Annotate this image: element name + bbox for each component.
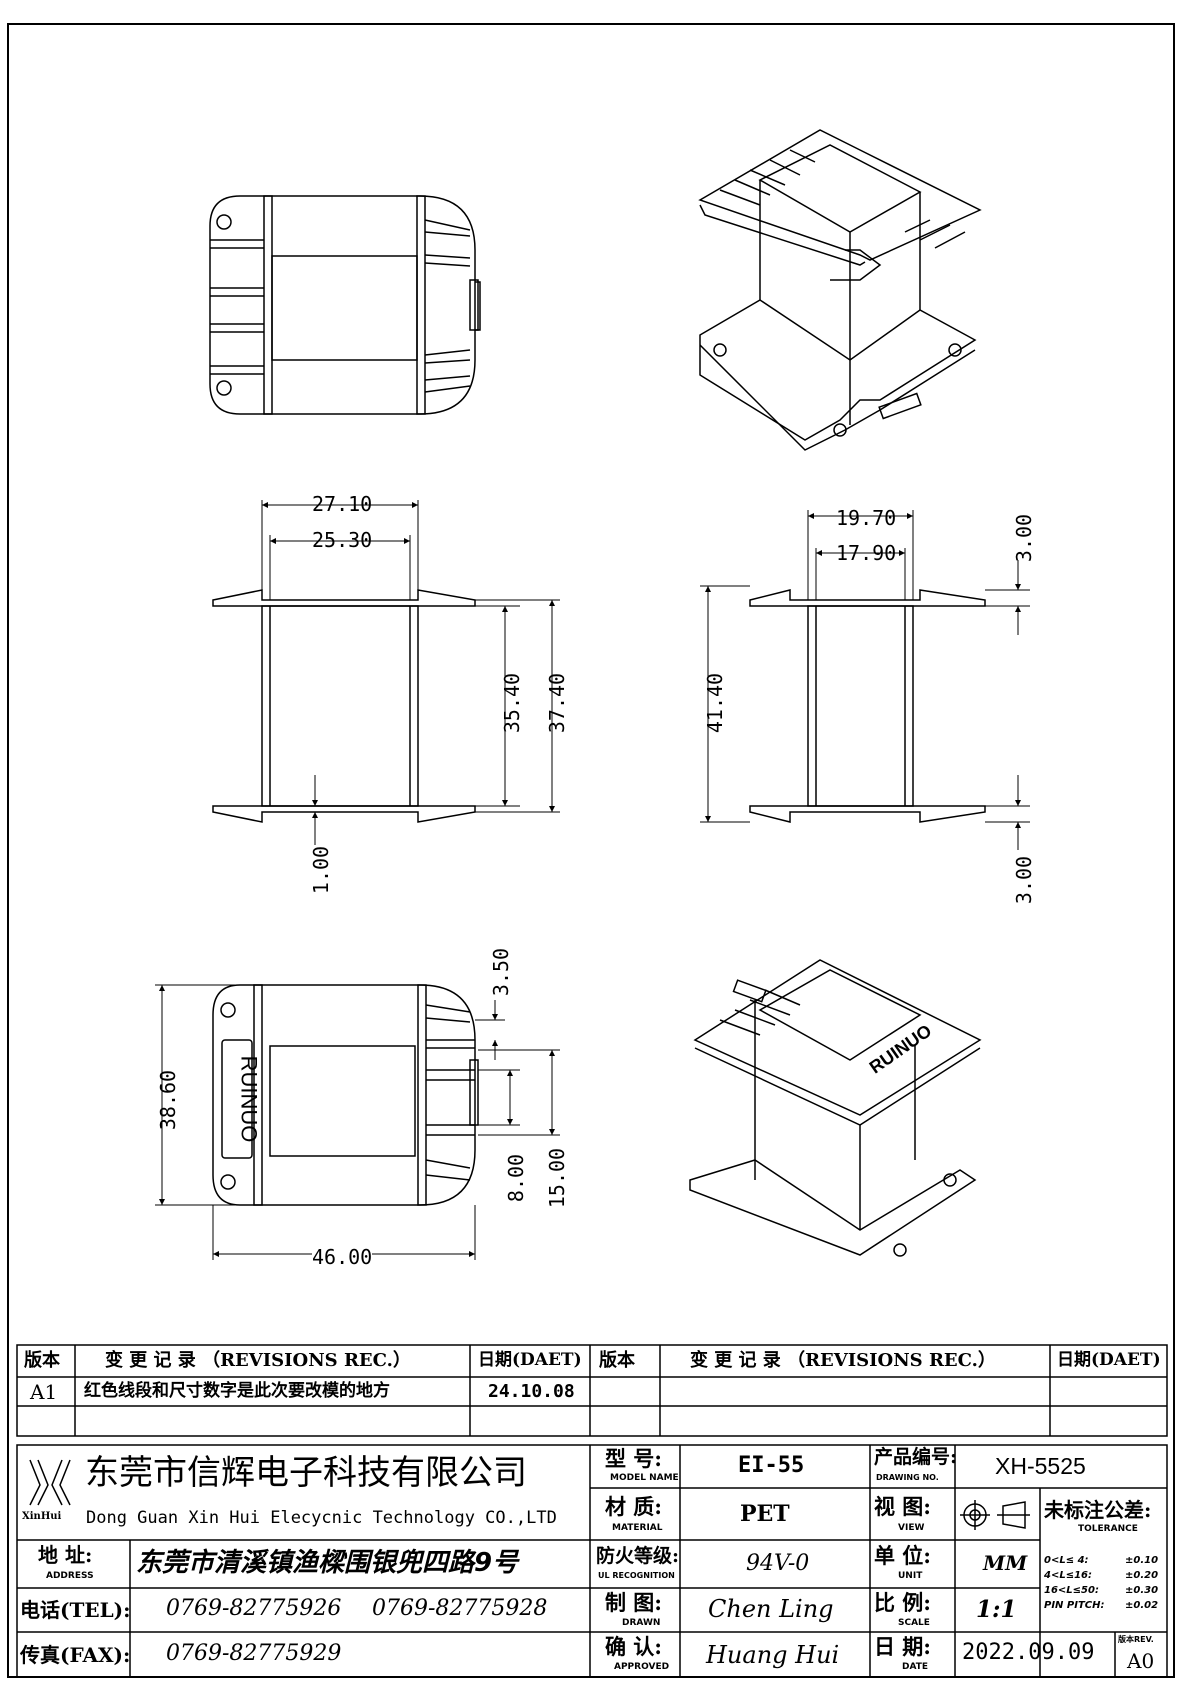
date-label: 日 期:: [874, 1634, 932, 1659]
tolerance-value-2: ±0.20: [1125, 1570, 1159, 1581]
scale-value: 1:1: [976, 1596, 1017, 1623]
company-name-en: Dong Guan Xin Hui Elecycnic Technology C…: [86, 1508, 557, 1528]
part-value: XH-5525: [995, 1453, 1086, 1479]
approved-value: Huang Hui: [706, 1641, 840, 1669]
address-label: 地 址:: [38, 1543, 93, 1567]
iso-view-bottom: [689, 959, 982, 1257]
rev-row-date: 24.10.08: [488, 1381, 575, 1402]
address-value: 东莞市清溪镇渔樑围银兜四路9号: [136, 1548, 519, 1578]
tel-value-1: 0769-82775926: [166, 1596, 342, 1621]
sheet-border: [7, 23, 1175, 1678]
fax-value: 0769-82775929: [166, 1641, 342, 1666]
rev-header-date: 日期(DAET): [478, 1350, 582, 1370]
rev-header-changes: 变 更 记 录 （REVISIONS REC.）: [105, 1350, 411, 1371]
dim-base-offset: 3.50: [489, 947, 514, 997]
logo-text: XinHui: [22, 1511, 62, 1522]
rev-header-version: 版本: [24, 1350, 60, 1371]
scale-label-en: SCALE: [898, 1618, 930, 1628]
dim-side-flange-bottom: 3.00: [1012, 855, 1037, 905]
drawn-label-en: DRAWN: [622, 1618, 661, 1628]
tolerance-label-en: TOLERANCE: [1078, 1524, 1138, 1534]
part-label: 产品编号:: [874, 1446, 958, 1468]
view-label-en: VIEW: [898, 1523, 925, 1533]
dim-pin-width-inner: 8.00: [504, 1153, 529, 1203]
tolerance-range-4: PIN PITCH:: [1044, 1600, 1105, 1611]
iso-view-top: [698, 129, 982, 451]
company-name-cn: 东莞市信辉电子科技有限公司: [85, 1453, 527, 1493]
view-label: 视 图:: [874, 1494, 932, 1519]
tolerance-label: 未标注公差:: [1044, 1498, 1152, 1522]
material-value: PET: [740, 1501, 790, 1527]
fax-label: 传真(FAX):: [20, 1643, 131, 1667]
flame-value: 94V-0: [746, 1551, 810, 1576]
drawn-label: 制 图:: [605, 1590, 663, 1615]
approved-label: 确 认:: [605, 1634, 663, 1659]
dim-flange-thickness: 1.00: [309, 845, 334, 895]
material-label: 材 质:: [605, 1494, 663, 1519]
model-label-en: MODEL NAME: [610, 1473, 679, 1483]
dim-side-width-inner: 17.90: [836, 541, 897, 565]
unit-label-en: UNIT: [898, 1571, 923, 1581]
dim-side-flange-top: 3.00: [1012, 513, 1037, 563]
marking-text: RUINUO: [236, 1055, 262, 1143]
rev-value: A0: [1127, 1649, 1155, 1673]
dim-top-width-outer: 27.10: [312, 492, 373, 516]
tel-label: 电话(TEL):: [20, 1598, 131, 1622]
model-label: 型 号:: [605, 1446, 663, 1471]
flame-label-en: UL RECOGNITION: [598, 1571, 675, 1580]
approved-label-en: APPROVED: [614, 1662, 670, 1672]
date-label-en: DATE: [902, 1662, 929, 1672]
rev-header-version-2: 版本: [599, 1350, 635, 1371]
tolerance-value-4: ±0.02: [1125, 1600, 1159, 1611]
dim-base-height: 38.60: [156, 1069, 181, 1131]
side-view: [749, 589, 986, 823]
scale-label: 比 例:: [874, 1590, 932, 1615]
dim-pin-width-outer: 15.00: [545, 1147, 570, 1209]
unit-label: 单 位:: [874, 1543, 932, 1568]
tel-value-2: 0769-82775928: [372, 1596, 548, 1621]
tolerance-value-3: ±0.30: [1125, 1585, 1159, 1596]
dim-height-outer: 37.40: [545, 672, 570, 734]
tolerance-range-1: 0<L≤ 4:: [1044, 1555, 1089, 1566]
material-label-en: MATERIAL: [612, 1523, 663, 1533]
rev-header-changes-2: 变 更 记 录 （REVISIONS REC.）: [690, 1350, 996, 1371]
dim-top-width-inner: 25.30: [312, 528, 373, 552]
tolerance-value-1: ±0.10: [1125, 1555, 1159, 1566]
part-label-en: DRAWING NO.: [876, 1473, 939, 1482]
unit-value: MM: [983, 1551, 1028, 1575]
rev-row-change: 红色线段和尺寸数字是此次要改模的地方: [84, 1381, 390, 1401]
dim-height-inner: 35.40: [500, 672, 525, 734]
bottom-view-dims: [155, 984, 560, 1260]
rev-label: 版本REV.: [1118, 1635, 1154, 1644]
front-view: [212, 589, 476, 823]
model-value: EI-55: [738, 1453, 805, 1478]
revision-table: [16, 1344, 1168, 1437]
dim-side-width-outer: 19.70: [836, 506, 897, 530]
title-block: [16, 1444, 1168, 1678]
flame-label: 防火等级:: [596, 1545, 680, 1567]
rev-row-version: A1: [30, 1380, 58, 1404]
front-view-dims: [261, 500, 560, 845]
tolerance-range-3: 16<L≤50:: [1044, 1585, 1099, 1596]
address-label-en: ADDRESS: [46, 1571, 94, 1581]
dim-side-height: 41.40: [703, 672, 728, 734]
rev-header-date-2: 日期(DAET): [1057, 1350, 1161, 1370]
tolerance-range-2: 4<L≤16:: [1044, 1570, 1093, 1581]
side-view-dims: [700, 510, 1030, 850]
dim-base-width: 46.00: [312, 1245, 373, 1269]
bottom-view: [212, 984, 479, 1206]
date-value: 2022.09.09: [962, 1640, 1095, 1665]
top-view: [209, 195, 481, 415]
drawn-value: Chen Ling: [708, 1595, 834, 1623]
